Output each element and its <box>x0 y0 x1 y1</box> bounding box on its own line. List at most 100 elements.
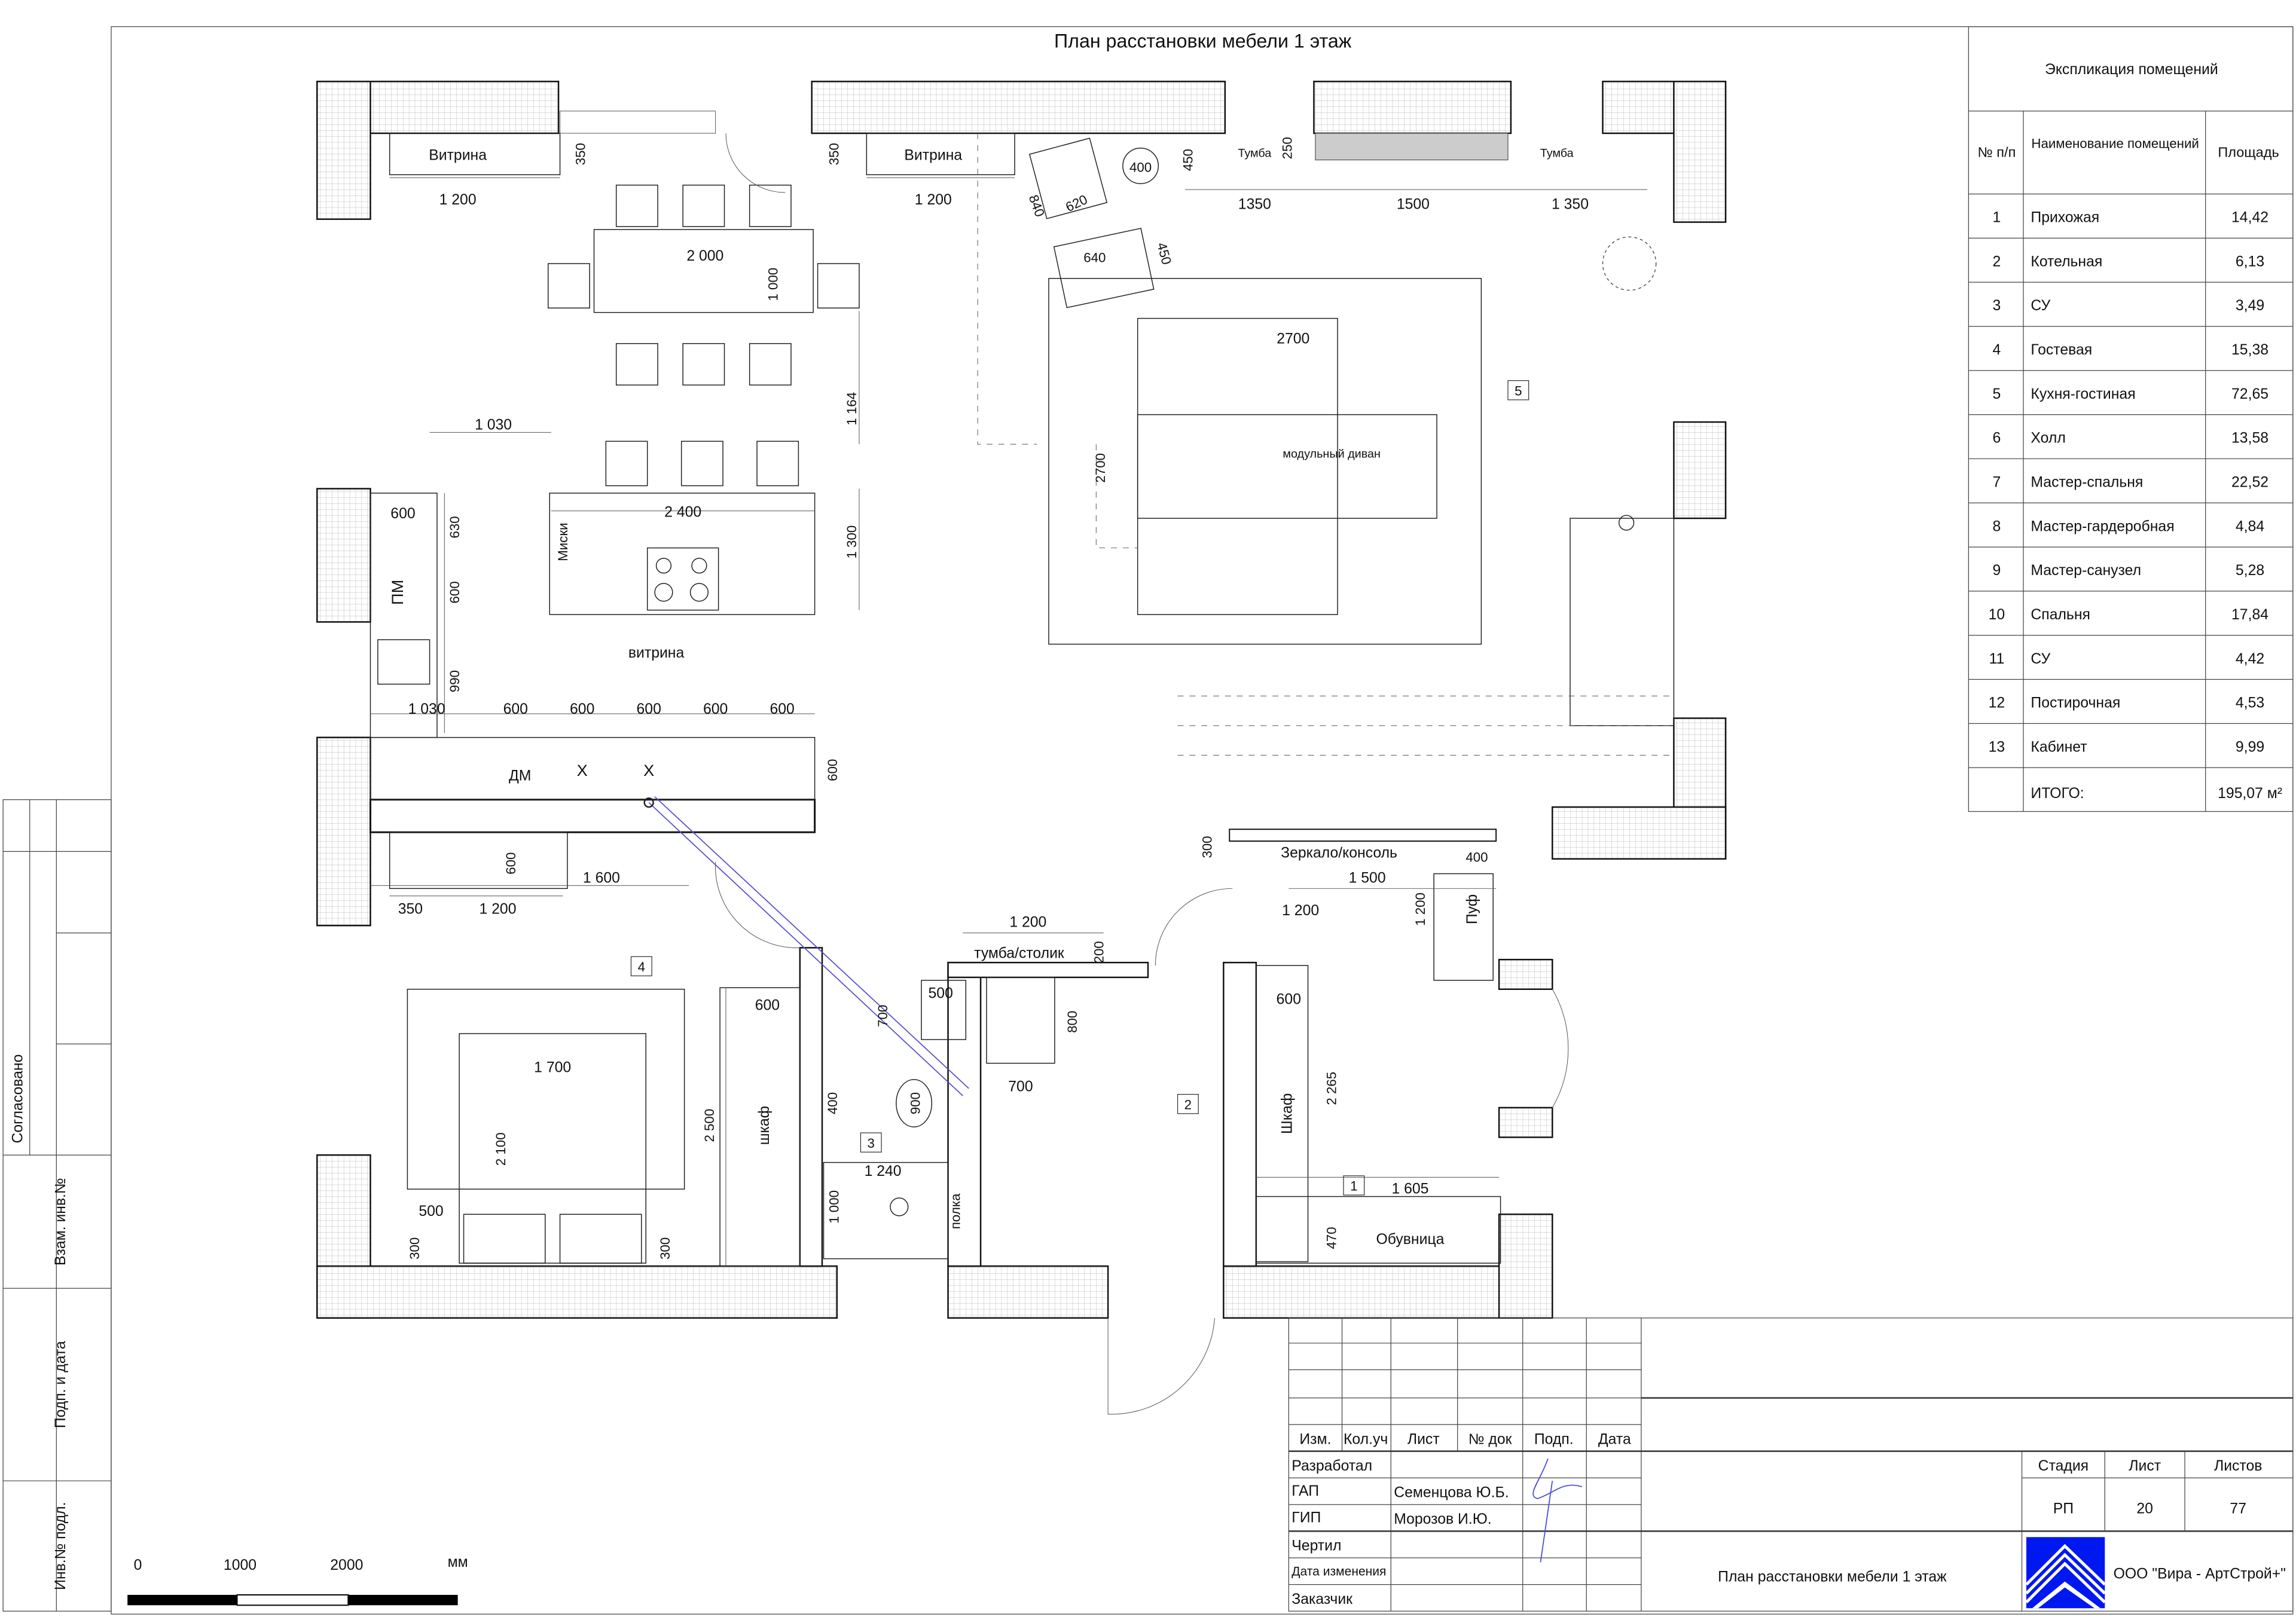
stamp-inv-original: Инв.№ подл. <box>53 1502 69 1590</box>
scale-tick-0: 0 <box>134 1557 142 1573</box>
plan-label: 1500 <box>1397 196 1430 212</box>
doors <box>715 133 1569 1415</box>
room-number-cell: 7 <box>1993 474 2001 490</box>
plan-label: Тумба <box>1238 147 1272 160</box>
plan-label: 1 000 <box>826 1190 841 1224</box>
room-name-cell: Холл <box>2031 430 2065 447</box>
explication-title: Экспликация помещений <box>2045 62 2218 78</box>
dimension-lines <box>370 177 1647 1266</box>
room-area-cell: 4,84 <box>2236 518 2264 534</box>
room-name-cell: Спальня <box>2031 607 2090 623</box>
room-number-cell: 12 <box>1989 695 2005 711</box>
plan-label: 300 <box>407 1237 422 1260</box>
room-name-cell: СУ <box>2031 298 2050 314</box>
plan-label: Миски <box>555 522 570 561</box>
room-area-cell: 3,49 <box>2236 298 2264 314</box>
plan-label: 1 164 <box>844 392 859 426</box>
room-name-cell: СУ <box>2031 651 2050 667</box>
plan-label: 1 200 <box>1009 915 1046 931</box>
room-number-cell: 13 <box>1989 739 2005 755</box>
plan-label: 600 <box>637 701 661 717</box>
plan-label: Витрина <box>429 148 487 164</box>
sheet-header: Лист <box>2129 1458 2161 1474</box>
plan-label: 1 600 <box>583 870 620 886</box>
room-name-cell: Постирочная <box>2031 695 2120 711</box>
scale-bar: 0 1000 2000 мм <box>127 1554 468 1606</box>
plan-label: 2 400 <box>664 505 701 521</box>
plan-label: 450 <box>1154 241 1174 266</box>
sheet-title: План расстановки мебели 1 этаж <box>1054 30 1352 51</box>
plan-label: 2 500 <box>702 1109 717 1142</box>
plan-label: 800 <box>1065 1011 1080 1033</box>
plan-label: 1 300 <box>844 525 859 559</box>
walls <box>316 81 1727 1319</box>
plan-label: 500 <box>929 986 953 1002</box>
plan-label: 700 <box>875 1005 890 1027</box>
gap-name: Семенцова Ю.Б. <box>1394 1484 1509 1500</box>
plan-label: 1 240 <box>865 1163 902 1179</box>
plan-label: 1 000 <box>766 268 781 301</box>
room-number: 5 <box>1515 383 1522 398</box>
revision-column-header: Дата <box>1598 1431 1631 1447</box>
plan-label: 350 <box>398 901 423 917</box>
plan-label: 630 <box>447 516 462 538</box>
room-number-cell: 11 <box>1989 651 2005 667</box>
room-area-cell: 22,52 <box>2231 474 2268 490</box>
room-area-cell: 72,65 <box>2231 386 2268 402</box>
plan-label: 1 700 <box>534 1059 571 1075</box>
plan-label: 350 <box>826 143 841 165</box>
plan-label: 640 <box>1083 250 1106 265</box>
room-number-cell: 9 <box>1993 563 2001 579</box>
room-name-cell: Котельная <box>2031 253 2102 270</box>
plan-label: 1 350 <box>1552 196 1589 212</box>
plan-label: 400 <box>825 1092 840 1114</box>
plan-label: 1 500 <box>1349 870 1386 886</box>
room-name-cell: Мастер-спальня <box>2031 474 2143 490</box>
plan-label: 350 <box>573 143 588 165</box>
signature-role: Дата изменения <box>1292 1565 1386 1579</box>
room-number-box <box>1177 1094 1199 1114</box>
plan-label: 600 <box>1277 992 1301 1008</box>
plan-label: X <box>643 761 654 780</box>
room-name-cell: Кухня-гостиная <box>2031 386 2135 402</box>
header-number: № п/п <box>1978 145 2016 160</box>
stamp-signature-date: Подп. и дата <box>53 1341 69 1428</box>
stage-value: РП <box>2053 1501 2074 1517</box>
plan-label: 2700 <box>1277 331 1309 347</box>
room-area-cell: 14,42 <box>2231 210 2268 226</box>
plan-label: 990 <box>447 670 462 692</box>
stage-header: Стадия <box>2038 1458 2089 1474</box>
plan-label: 600 <box>570 701 594 717</box>
company-name: ООО "Вира - АртСтрой+" <box>2114 1566 2286 1582</box>
room-name-cell: Гостевая <box>2031 342 2092 358</box>
signature <box>1532 1458 1583 1563</box>
plan-label: Тумба <box>1540 147 1574 160</box>
plan-label: модульный диван <box>1283 447 1381 460</box>
plan-label: 600 <box>703 701 728 717</box>
plan-label: полка <box>948 1193 963 1229</box>
room-area-cell: 6,13 <box>2236 253 2264 270</box>
plan-label: 1 200 <box>439 192 477 208</box>
plan-label: 250 <box>1280 137 1294 159</box>
plan-label: 300 <box>658 1237 673 1260</box>
revision-column-header: Подп. <box>1534 1431 1574 1447</box>
sheet-value: 20 <box>2136 1501 2153 1517</box>
room-number: 2 <box>1184 1097 1192 1112</box>
plan-label: 1 200 <box>480 901 517 917</box>
room-area-cell: 5,28 <box>2236 563 2264 579</box>
signature-role: ГИП <box>1292 1510 1321 1526</box>
explication-table: Экспликация помещений № п/п Наименование… <box>1968 26 2294 812</box>
plan-label: ДМ <box>509 768 531 784</box>
header-name: Наименование помещений <box>2031 136 2199 151</box>
plan-label: 600 <box>825 759 840 781</box>
room-number-cell: 3 <box>1993 298 2001 314</box>
plan-label: 500 <box>419 1203 443 1219</box>
stamp-agreed: Согласовано <box>10 1055 26 1144</box>
room-number-cell: 2 <box>1993 253 2001 270</box>
room-number: 1 <box>1350 1179 1357 1194</box>
room-name-cell: Мастер-санузел <box>2031 563 2141 579</box>
plan-label: Пуф <box>1464 894 1480 924</box>
